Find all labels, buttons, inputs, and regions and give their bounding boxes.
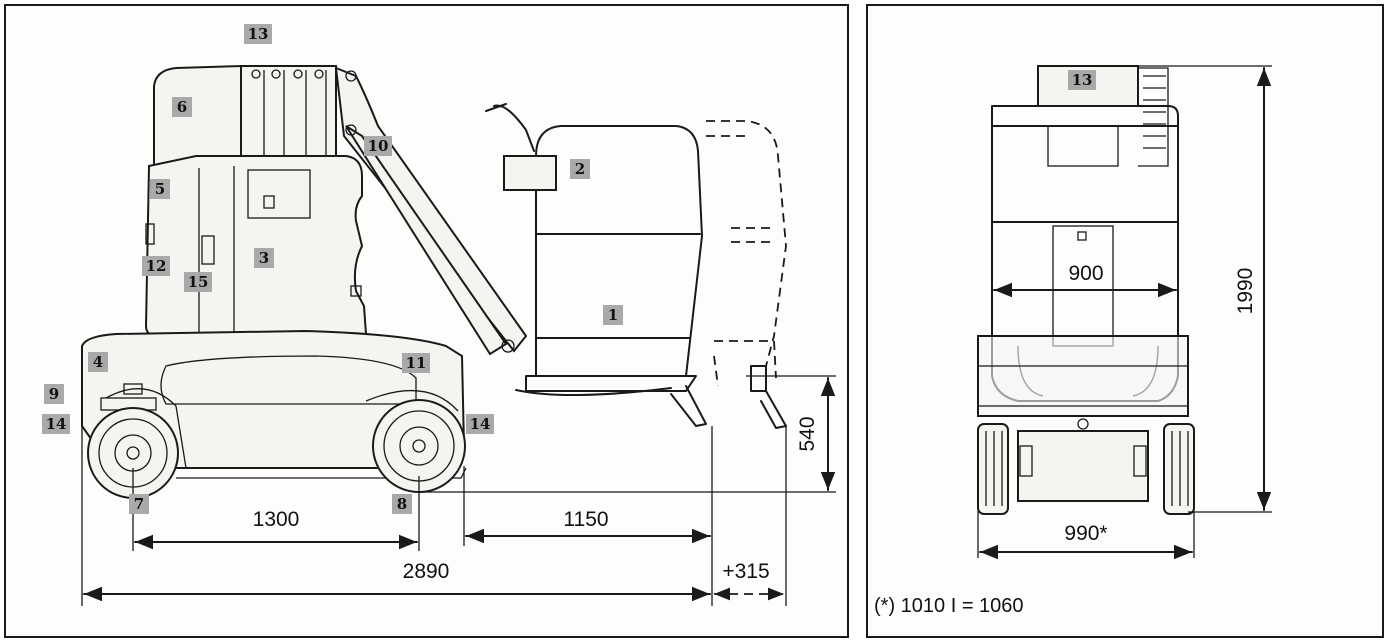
callout-4: 4 — [88, 352, 108, 372]
dim-overall-length: 2890 — [403, 560, 450, 583]
svg-text:5: 5 — [155, 180, 165, 198]
front-view-panel: 900 1990 990* 13 (*) 1010 I = 1060 — [866, 4, 1384, 638]
front-left-tyre — [977, 423, 1009, 515]
svg-text:3: 3 — [259, 249, 269, 267]
dim-wheelbase: 1300 — [253, 508, 300, 531]
dim-height: 1990 — [1234, 268, 1257, 315]
callout-2: 2 — [570, 159, 590, 179]
front-view-drawing: 900 1990 990* 13 (*) 1010 I = 1060 — [874, 65, 1272, 617]
platform-cage — [485, 103, 707, 427]
callout-5: 5 — [150, 179, 170, 199]
svg-text:10: 10 — [368, 137, 389, 155]
svg-text:15: 15 — [188, 273, 209, 291]
svg-text:7: 7 — [134, 495, 144, 513]
callout-8: 8 — [392, 494, 412, 514]
callout-14-left: 14 — [42, 414, 70, 434]
front-machine-body — [977, 65, 1189, 502]
extended-platform-outline — [706, 120, 787, 429]
front-dimension-lines — [977, 65, 1272, 560]
callout-1: 1 — [603, 305, 623, 325]
dim-platform-height: 540 — [796, 416, 819, 451]
callout-15: 15 — [184, 272, 212, 292]
svg-text:11: 11 — [406, 354, 427, 372]
callout-13: 13 — [244, 24, 272, 44]
callout-7: 7 — [129, 494, 149, 514]
front-right-tyre — [1163, 423, 1195, 515]
dimension-lines — [81, 375, 836, 606]
callout-9: 9 — [44, 384, 64, 404]
dim-platform-width: 900 — [1068, 262, 1103, 285]
callout-10: 10 — [364, 136, 392, 156]
svg-text:4: 4 — [93, 353, 103, 371]
callout-13-front: 13 — [1068, 70, 1096, 90]
svg-text:14: 14 — [470, 415, 491, 433]
svg-text:9: 9 — [49, 385, 59, 403]
svg-text:14: 14 — [46, 415, 67, 433]
svg-text:12: 12 — [146, 257, 167, 275]
callout-3: 3 — [254, 248, 274, 268]
dim-front-overhang: 1150 — [563, 508, 608, 531]
callout-6: 6 — [172, 97, 192, 117]
callout-11: 11 — [402, 353, 430, 373]
side-view-drawing: 1300 1150 2890 +315 540 1 2 3 4 5 6 7 8 … — [42, 24, 836, 606]
callout-14-right: 14 — [466, 414, 494, 434]
svg-text:2: 2 — [575, 160, 585, 178]
callout-12: 12 — [142, 256, 170, 276]
svg-text:8: 8 — [397, 495, 407, 513]
footnote: (*) 1010 I = 1060 — [874, 595, 1024, 617]
dim-overall-width: 990* — [1064, 522, 1107, 545]
svg-text:6: 6 — [177, 98, 187, 116]
svg-text:13: 13 — [248, 25, 269, 43]
side-view-panel: 1300 1150 2890 +315 540 1 2 3 4 5 6 7 8 … — [4, 4, 849, 638]
dim-extension: +315 — [722, 560, 769, 583]
svg-text:1: 1 — [608, 306, 618, 324]
svg-text:13: 13 — [1072, 71, 1093, 89]
